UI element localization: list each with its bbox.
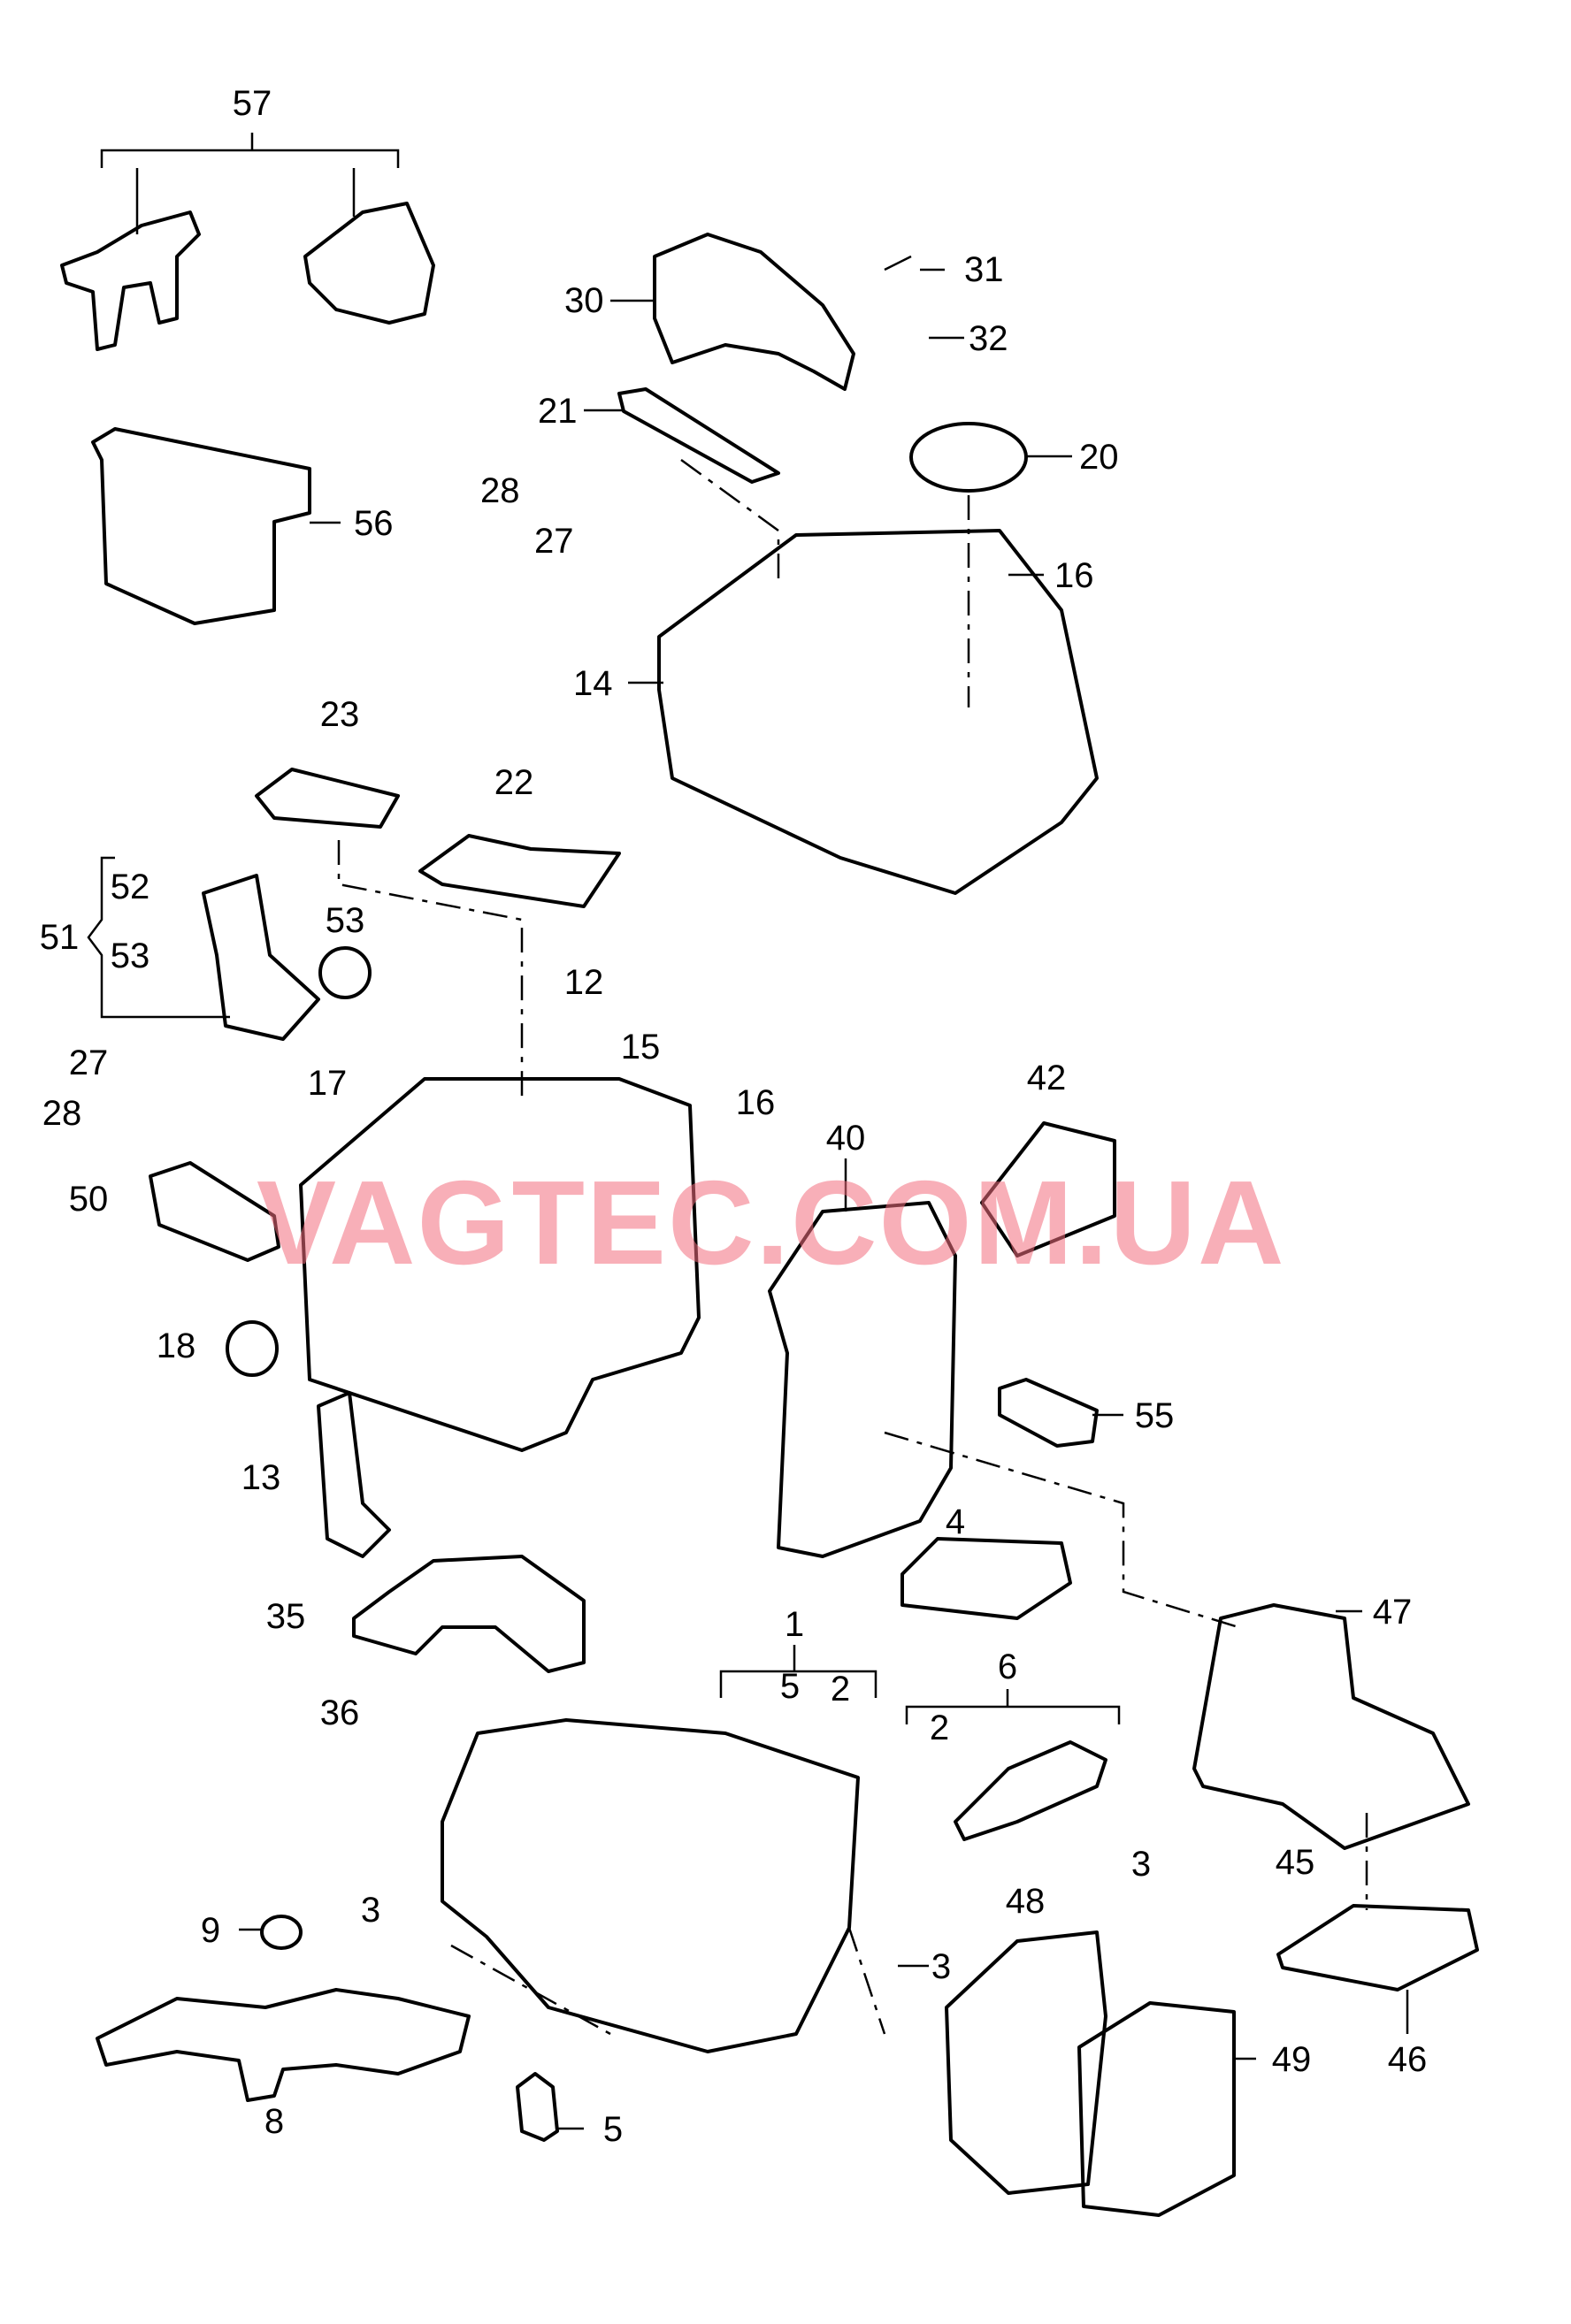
callout-27-lower: 27 <box>69 1044 109 1082</box>
callout-57: 57 <box>233 84 272 123</box>
part-9 <box>260 1915 303 1950</box>
part-5 <box>516 2072 559 2142</box>
callout-56: 56 <box>354 504 394 543</box>
part-13 <box>317 1391 391 1558</box>
callout-46: 46 <box>1388 2040 1428 2079</box>
callout-49: 49 <box>1272 2040 1312 2079</box>
callout-22: 22 <box>494 763 534 802</box>
callout-32: 32 <box>969 319 1008 358</box>
callout-12: 12 <box>564 963 604 1002</box>
callout-36: 36 <box>320 1693 360 1732</box>
part-30 <box>653 233 855 391</box>
part-1 <box>441 1718 860 2053</box>
callout-51: 51 <box>40 918 80 957</box>
part-40 <box>768 1201 957 1558</box>
callout-3-left: 3 <box>361 1891 380 1930</box>
part-23 <box>255 768 400 829</box>
part-42 <box>980 1121 1116 1258</box>
callout-23: 23 <box>320 695 360 734</box>
part-22 <box>418 834 621 908</box>
part-4 <box>900 1537 1072 1620</box>
callout-9: 9 <box>201 1911 220 1950</box>
part-20 <box>909 422 1028 493</box>
callout-3-mid: 3 <box>931 1947 951 1986</box>
callout-5-lower: 5 <box>603 2110 623 2149</box>
callout-15: 15 <box>621 1028 661 1066</box>
part-56 <box>91 427 311 625</box>
callout-27: 27 <box>534 522 574 561</box>
callout-48: 48 <box>1006 1882 1046 1921</box>
part-57-left <box>60 210 201 351</box>
part-46 <box>1276 1904 1479 1991</box>
callout-45: 45 <box>1276 1843 1315 1882</box>
part-50 <box>149 1161 280 1262</box>
part-21 <box>617 387 780 484</box>
part-15 <box>299 1077 701 1452</box>
callout-35: 35 <box>266 1597 306 1636</box>
callout-28-lower: 28 <box>42 1094 82 1133</box>
callout-40: 40 <box>826 1119 866 1158</box>
callout-5: 5 <box>780 1667 800 1706</box>
callout-47: 47 <box>1373 1593 1413 1632</box>
part-35 <box>352 1555 586 1673</box>
callout-8: 8 <box>264 2102 284 2141</box>
callout-50: 50 <box>69 1180 109 1219</box>
callout-52: 52 <box>111 868 150 906</box>
callout-31: 31 <box>964 250 1004 289</box>
part-45 <box>1192 1603 1470 1850</box>
callout-14: 14 <box>573 664 613 703</box>
part-53 <box>318 946 372 999</box>
part-8 <box>96 1988 471 2102</box>
callout-16: 16 <box>1054 556 1094 595</box>
callout-13: 13 <box>241 1458 281 1497</box>
callout-30: 30 <box>564 281 604 320</box>
callout-16-lower: 16 <box>736 1083 776 1122</box>
callout-20: 20 <box>1079 438 1119 477</box>
callout-labels: 57 31 30 32 21 20 28 56 27 16 14 23 22 5… <box>40 84 1428 2149</box>
part-57-right <box>303 202 435 325</box>
callout-55: 55 <box>1135 1396 1175 1435</box>
part-14 <box>657 529 1099 895</box>
callout-28: 28 <box>480 471 520 510</box>
callout-4: 4 <box>946 1502 965 1541</box>
part-6 <box>954 1740 1107 1841</box>
leader-lines <box>87 133 1409 2130</box>
callout-53-grommet: 53 <box>326 901 365 940</box>
part-55 <box>998 1378 1099 1448</box>
callout-3: 3 <box>1131 1845 1151 1884</box>
callout-21: 21 <box>538 392 578 431</box>
callout-2-clip: 2 <box>930 1709 949 1747</box>
part-outlines <box>60 202 1479 2217</box>
callout-17: 17 <box>308 1064 348 1103</box>
callout-6: 6 <box>998 1647 1017 1686</box>
callout-1: 1 <box>785 1605 804 1644</box>
part-18 <box>226 1320 279 1377</box>
callout-18: 18 <box>157 1326 196 1365</box>
callout-42: 42 <box>1027 1059 1067 1097</box>
callout-2: 2 <box>831 1670 850 1709</box>
part-49 <box>1077 2001 1236 2217</box>
part-48 <box>945 1930 1107 2195</box>
part-51 <box>202 874 320 1041</box>
callout-53: 53 <box>111 936 150 975</box>
